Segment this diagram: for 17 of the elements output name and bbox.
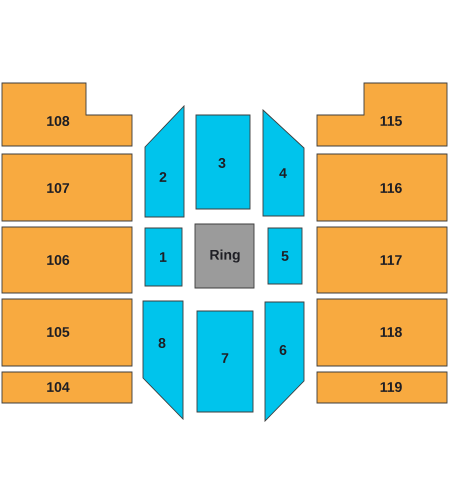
seating-section: 117 [316,226,448,294]
seating-section: 7 [196,310,254,412]
seating-section: 5 [268,228,302,284]
seating-section: 104 [2,372,132,404]
ring-area: Ring [194,224,254,288]
seating-section: 3 [196,114,250,210]
seating-section: 107 [2,154,132,222]
seating-section: 1 [144,228,182,286]
seating-section: 108 [2,82,132,146]
seating-section: 115 [316,82,448,146]
seating-section: 116 [316,154,448,222]
seating-section: 8 [142,300,184,420]
seating-section: 106 [2,226,132,294]
seating-section: 119 [316,372,448,404]
seating-section: 2 [144,104,184,218]
seating-section: 105 [2,298,132,366]
seating-section: 118 [316,298,448,366]
